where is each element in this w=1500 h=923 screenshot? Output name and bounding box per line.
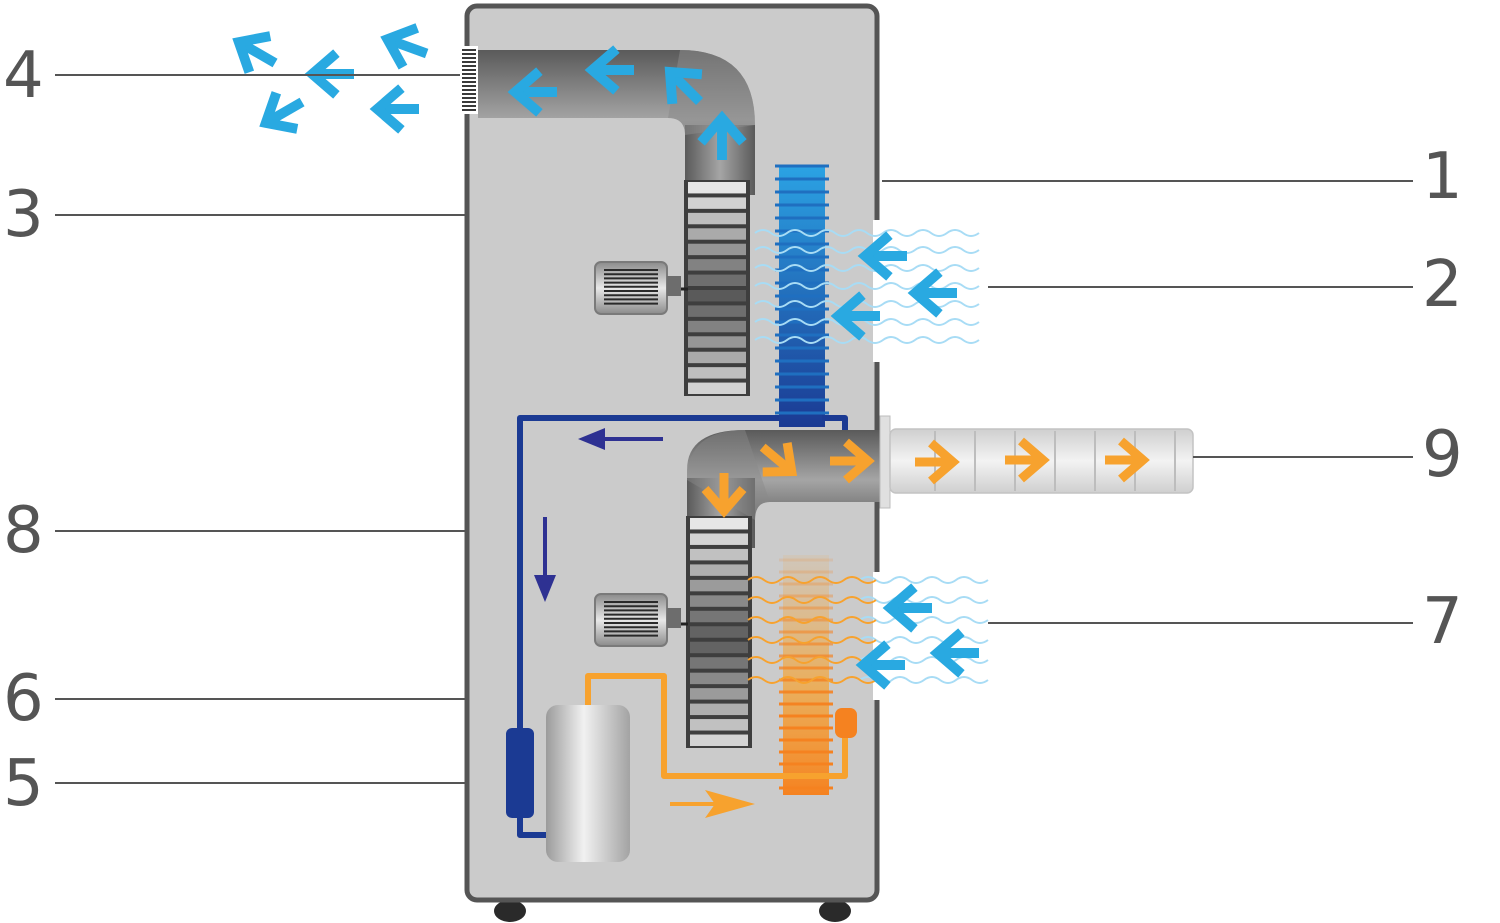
evaporator-coil: [775, 164, 829, 427]
arrow-icon: [701, 473, 747, 518]
arrow-icon: [929, 628, 979, 678]
heat-waves: [747, 576, 877, 684]
arrow-icon: [1105, 437, 1150, 483]
leader-lines: [55, 74, 1413, 784]
arrow-icon: [697, 110, 747, 160]
arrow-icon: [578, 428, 663, 450]
callout-6: 6: [3, 662, 44, 736]
wheel-icon: [819, 900, 851, 922]
callout-1: 1: [1422, 140, 1463, 214]
fan-icon: [684, 180, 750, 396]
fan-motor-icon: [594, 593, 688, 647]
arrow-icon: [759, 442, 798, 477]
arrow-icon: [507, 67, 557, 117]
arrow-icon: [380, 23, 429, 70]
arrow-icon: [882, 583, 932, 633]
wheels: [494, 900, 851, 922]
compressor-icon: [546, 705, 630, 862]
inlet-opening-bottom: [873, 572, 881, 700]
callout-7: 7: [1422, 585, 1463, 659]
callout-2: 2: [1422, 248, 1463, 322]
arrow-icon: [664, 66, 704, 106]
refrigerant-flow-arrows: [534, 428, 755, 818]
arrow-icon: [915, 439, 960, 485]
air-flow-arrows: [232, 23, 1150, 690]
callout-4: 4: [3, 39, 44, 113]
wheel-icon: [494, 900, 526, 922]
fan-motor-icon: [594, 261, 688, 315]
arrow-icon: [369, 84, 419, 134]
arrow-icon: [584, 45, 634, 95]
arrow-icon: [1005, 437, 1050, 483]
callout-3: 3: [3, 178, 44, 252]
fan-icon: [686, 516, 752, 748]
arrow-icon: [232, 31, 278, 74]
lower-fan: [594, 516, 752, 748]
condenser-coil: [779, 555, 833, 795]
arrow-icon: [855, 640, 905, 690]
exhaust-grille: [460, 46, 478, 114]
callout-9: 9: [1422, 418, 1463, 492]
arrow-icon: [907, 268, 957, 318]
filter-drier: [506, 728, 534, 818]
arrow-icon: [259, 91, 305, 134]
callout-5: 5: [3, 747, 44, 821]
upper-fan: [594, 180, 750, 396]
inlet-opening-top: [873, 220, 881, 362]
callout-8: 8: [3, 494, 44, 568]
callouts: 1 2 3 4 5 6 7 8 9: [3, 39, 1463, 821]
arrow-icon: [670, 790, 755, 818]
arrow-icon: [830, 438, 875, 484]
arrow-icon: [534, 517, 556, 602]
expansion-valve: [835, 708, 857, 738]
humid-air-waves-top: [754, 229, 980, 344]
arrow-icon: [830, 291, 880, 341]
arrow-icon: [857, 231, 907, 281]
